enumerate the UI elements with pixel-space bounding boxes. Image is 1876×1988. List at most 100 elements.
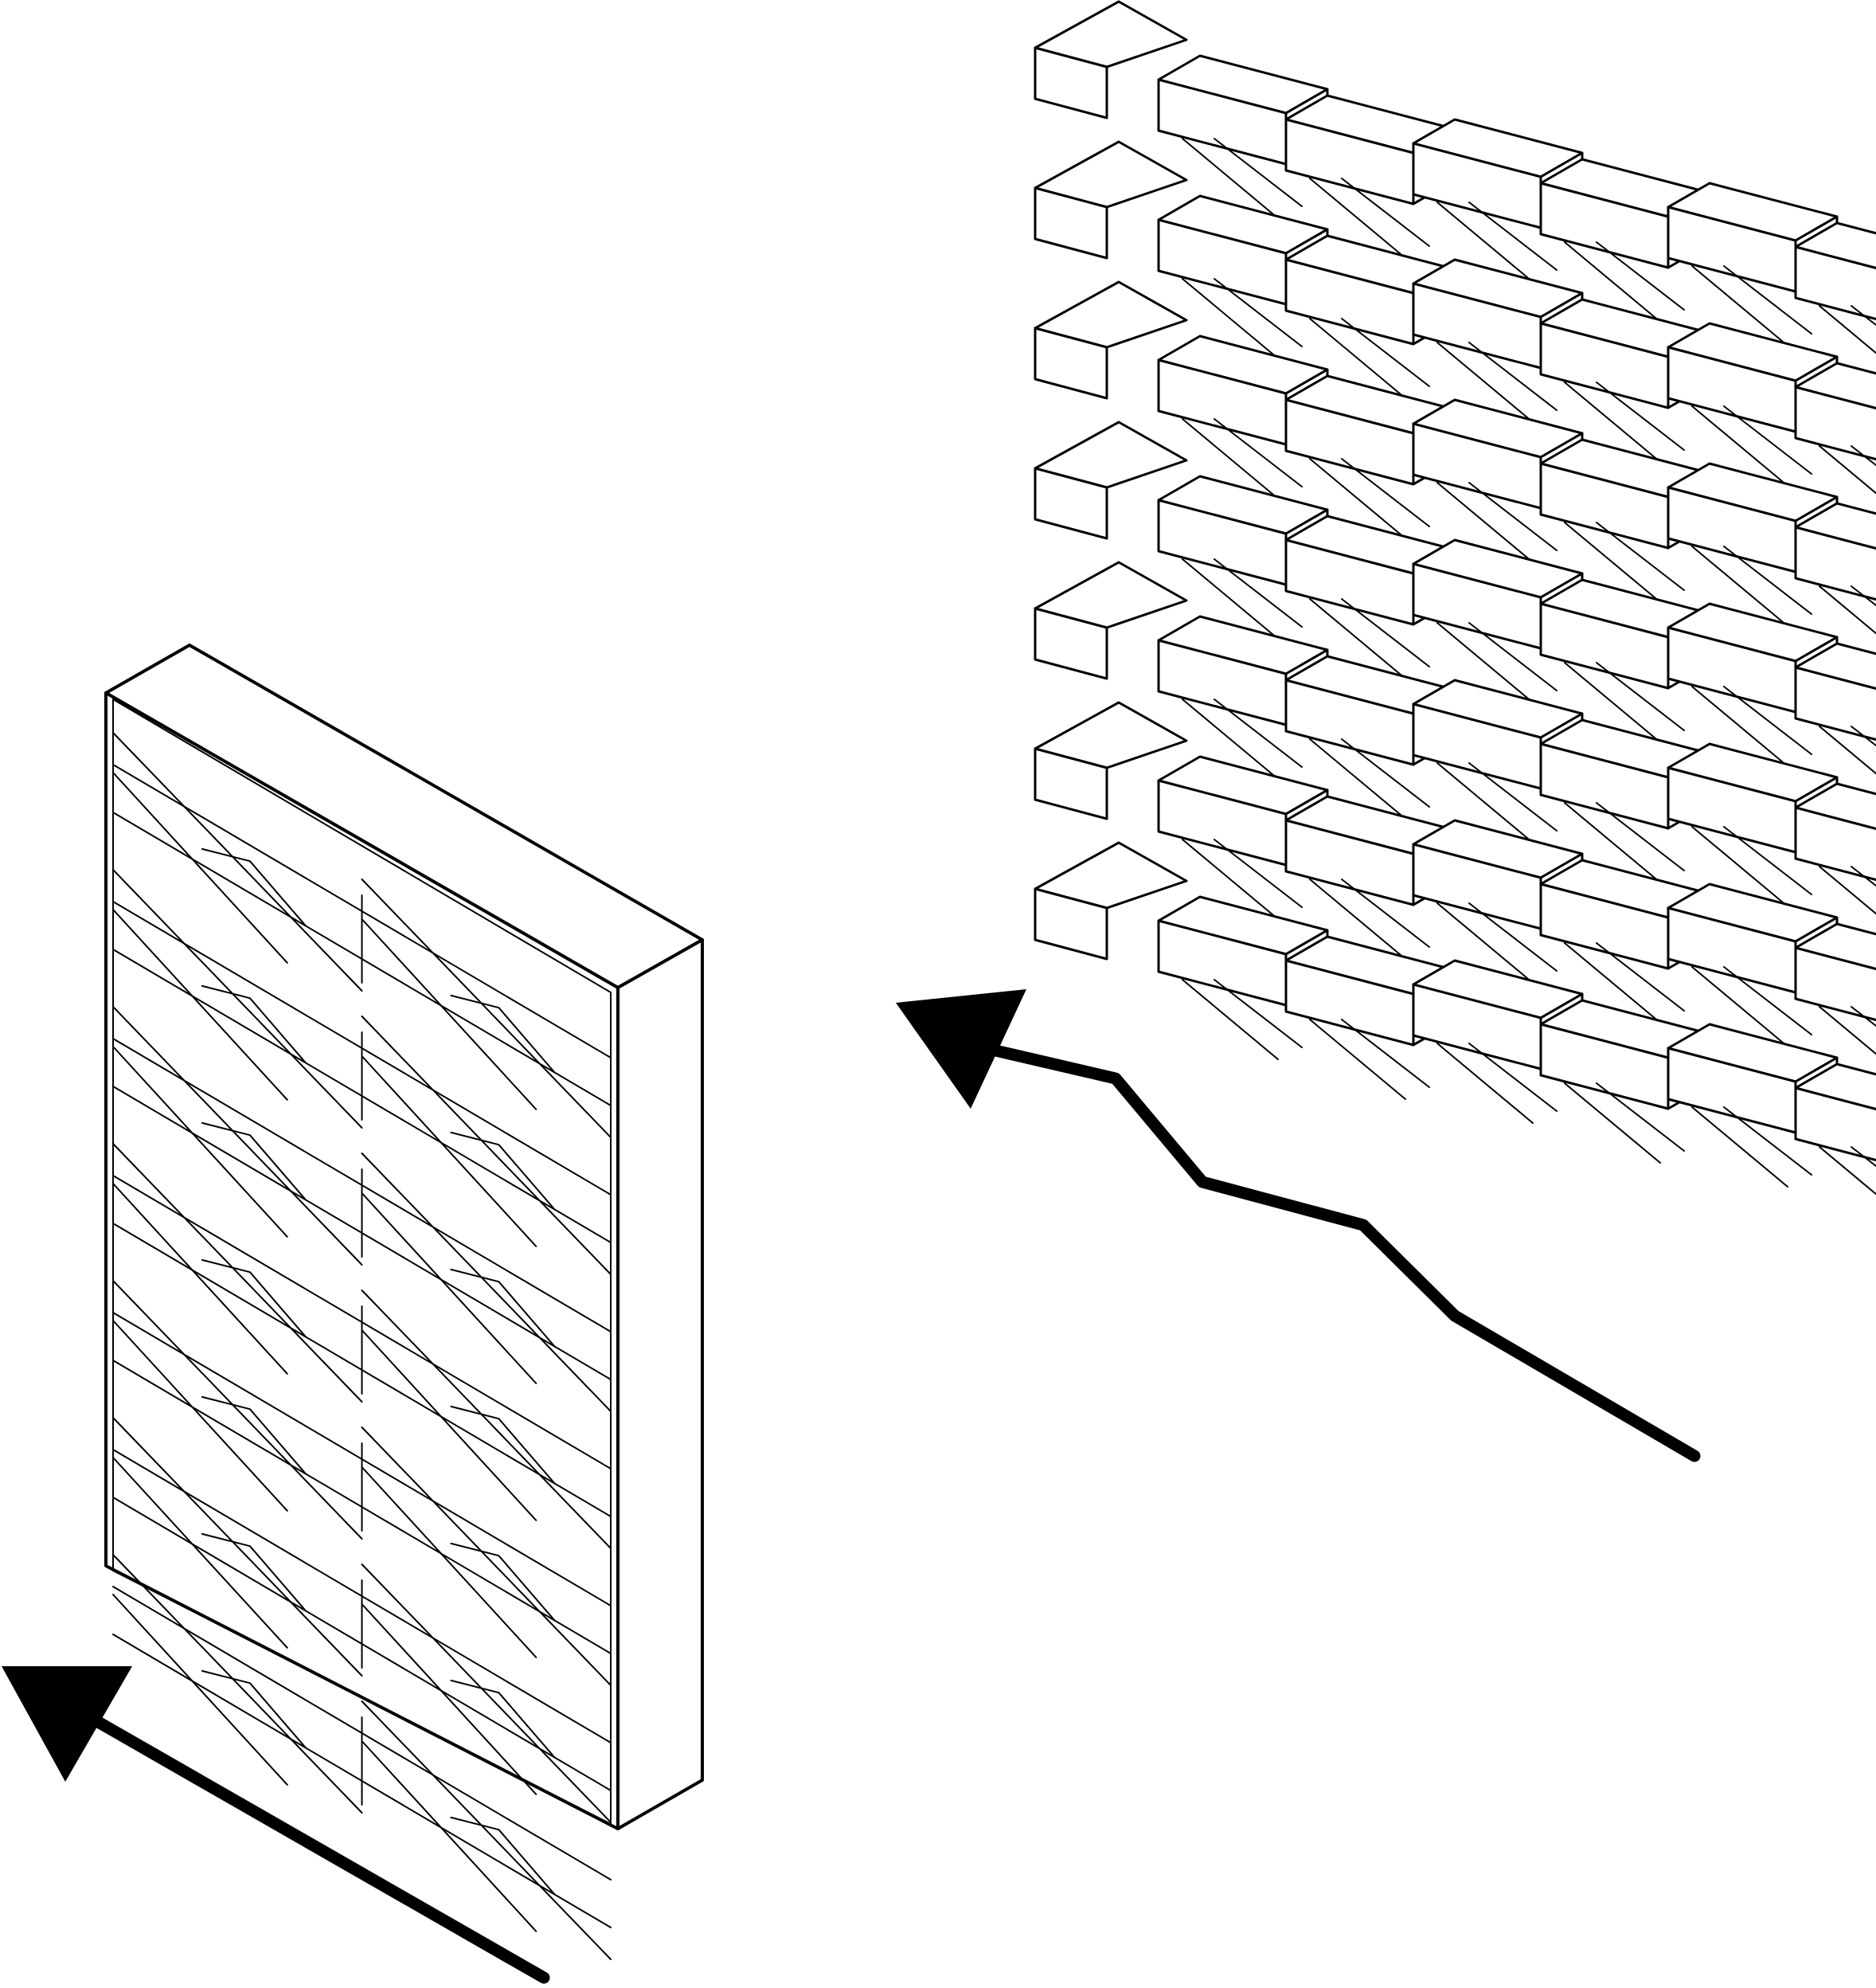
lattice-diagonal — [1851, 445, 1876, 467]
weave-notch — [450, 1405, 556, 1485]
lattice-diagonal — [1309, 738, 1406, 820]
lattice-diagonal — [1309, 1019, 1406, 1100]
weave-diagonal — [361, 1740, 537, 1932]
lattice-brick-top — [1794, 642, 1876, 691]
lattice-diagonal — [1436, 622, 1534, 703]
lattice-diagonal — [1341, 738, 1430, 808]
lattice-diagonal — [1851, 726, 1876, 747]
lattice-diagonal — [1564, 1082, 1661, 1164]
weave-notch — [450, 1816, 556, 1896]
lattice-diagonal — [1468, 762, 1557, 832]
weave-diagonal — [112, 909, 288, 1101]
weave-diagonal — [361, 1329, 537, 1521]
lattice-diagonal — [1468, 902, 1557, 972]
open-brick-lattice — [1034, 0, 1876, 1196]
lattice-brick-top — [1794, 782, 1876, 831]
lattice-diagonal — [1723, 826, 1812, 895]
weave-notch — [450, 1268, 556, 1348]
lattice-diagonal — [1341, 178, 1430, 247]
weave-diagonal — [112, 1554, 363, 1814]
lattice-diagonal — [1182, 278, 1279, 359]
lattice-diagonal — [1564, 662, 1661, 743]
weave-notch — [201, 1669, 307, 1749]
lattice-diagonal — [1596, 241, 1685, 311]
lattice-diagonal — [1691, 826, 1788, 907]
weave-diagonal — [112, 1183, 288, 1375]
lattice-diagonal — [1691, 405, 1788, 487]
lattice-wedge-front — [1034, 46, 1108, 119]
lattice-diagonal — [1214, 839, 1303, 908]
weave-notch — [201, 1258, 307, 1338]
lattice-diagonal — [1214, 979, 1303, 1048]
left-direction-arrow — [2, 1666, 550, 1984]
lattice-diagonal — [1214, 138, 1303, 207]
lattice-diagonal — [1851, 305, 1876, 327]
weave-notch — [201, 1121, 307, 1201]
weave-diagonal — [112, 1417, 363, 1677]
weave-notch — [201, 984, 307, 1064]
lattice-brick-front — [1794, 806, 1876, 882]
lattice-diagonal — [1691, 546, 1788, 627]
lattice-diagonal — [1309, 598, 1406, 679]
weave-diagonal — [361, 1192, 537, 1384]
right-arrow-path — [986, 1043, 1701, 1462]
weave-diagonal — [112, 1046, 288, 1238]
weave-notch — [450, 1131, 556, 1211]
lattice-brick-top — [1794, 1062, 1876, 1111]
lattice-diagonal — [1819, 445, 1876, 495]
lattice-diagonal — [1596, 1082, 1685, 1152]
lattice-wedge-front — [1034, 467, 1108, 540]
weave-diagonal — [361, 1466, 537, 1658]
lattice-diagonal — [1819, 1146, 1876, 1196]
lattice-diagonal — [1182, 979, 1279, 1060]
weave-diagonal — [361, 1603, 537, 1795]
lattice-diagonal — [1564, 522, 1661, 603]
lattice-brick-front — [1794, 245, 1876, 321]
lattice-diagonal — [1468, 342, 1557, 411]
lattice-wedge-front — [1034, 887, 1108, 961]
lattice-diagonal — [1691, 686, 1788, 767]
weave-diagonal — [112, 1006, 363, 1266]
lattice-wedge-front — [1034, 186, 1108, 260]
lattice-diagonal — [1691, 1106, 1788, 1188]
lattice-diagonal — [1309, 318, 1406, 399]
lattice-wedge-front — [1034, 607, 1108, 680]
weave-diagonal — [361, 1055, 537, 1247]
lattice-brick-top — [1794, 362, 1876, 410]
lattice-diagonal — [1723, 546, 1812, 615]
lattice-diagonal — [1468, 482, 1557, 551]
weave-notch — [201, 847, 307, 927]
lattice-diagonal — [1182, 839, 1279, 920]
weave-diagonal — [361, 1016, 612, 1275]
weave-diagonal — [361, 1700, 612, 1960]
solid-panel — [104, 644, 704, 1960]
lattice-wedge-front — [1034, 747, 1108, 820]
lattice-diagonal — [1436, 202, 1534, 283]
lattice-diagonal — [1341, 318, 1430, 387]
lattice-diagonal — [1436, 1043, 1534, 1124]
weave-diagonal — [112, 732, 363, 992]
lattice-diagonal — [1182, 558, 1279, 640]
weave-diagonal — [361, 1563, 612, 1823]
lattice-diagonal — [1309, 178, 1406, 259]
lattice-diagonal — [1819, 585, 1876, 635]
weave-notch — [450, 994, 556, 1074]
lattice-diagonal — [1819, 866, 1876, 915]
lattice-diagonal — [1341, 598, 1430, 667]
lattice-diagonal — [1182, 418, 1279, 499]
weave-diagonal — [112, 772, 288, 964]
lattice-wedge-front — [1034, 327, 1108, 400]
lattice-diagonal — [1214, 699, 1303, 768]
weave-diagonal — [112, 869, 363, 1129]
lattice-diagonal — [1341, 458, 1430, 527]
lattice-brick-front — [1794, 526, 1876, 601]
left-arrow-shaft — [88, 1713, 550, 1984]
lattice-brick-front — [1794, 946, 1876, 1022]
lattice-diagonal — [1436, 762, 1534, 843]
lattice-diagonal — [1723, 1106, 1812, 1176]
weave-diagonal — [361, 1152, 612, 1412]
weave-diagonal — [112, 1143, 363, 1403]
panel-weave-pattern — [112, 732, 612, 1960]
